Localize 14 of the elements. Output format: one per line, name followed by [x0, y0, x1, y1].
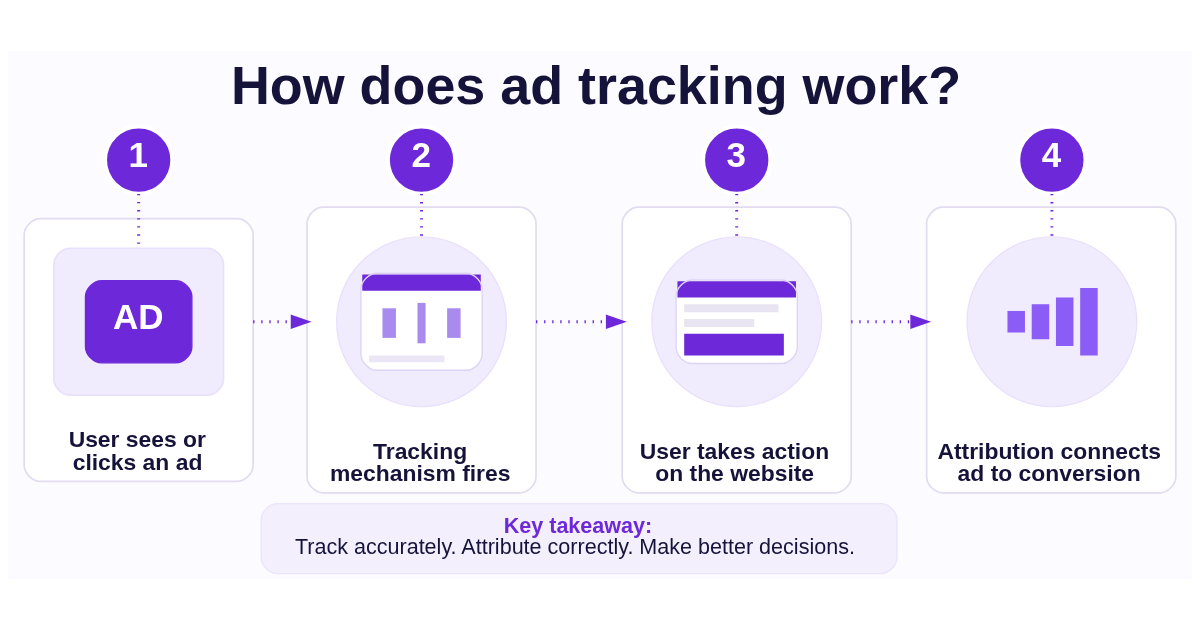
node-picture [651, 236, 823, 408]
connector [1050, 194, 1054, 237]
node-picture [336, 236, 508, 408]
connector [420, 194, 423, 237]
cluster: User takes action on the website [621, 206, 853, 494]
cluster: Tracking mechanism fires [306, 206, 537, 494]
node-box: AD [84, 279, 193, 364]
connector [735, 194, 739, 237]
cluster: Attribution connects ad to conversion [925, 206, 1177, 494]
arrow [536, 314, 627, 329]
arrow [851, 314, 932, 329]
node-picture [966, 236, 1138, 408]
diagram-title: How does ad tracking work? [230, 54, 962, 115]
arrow [253, 314, 312, 329]
